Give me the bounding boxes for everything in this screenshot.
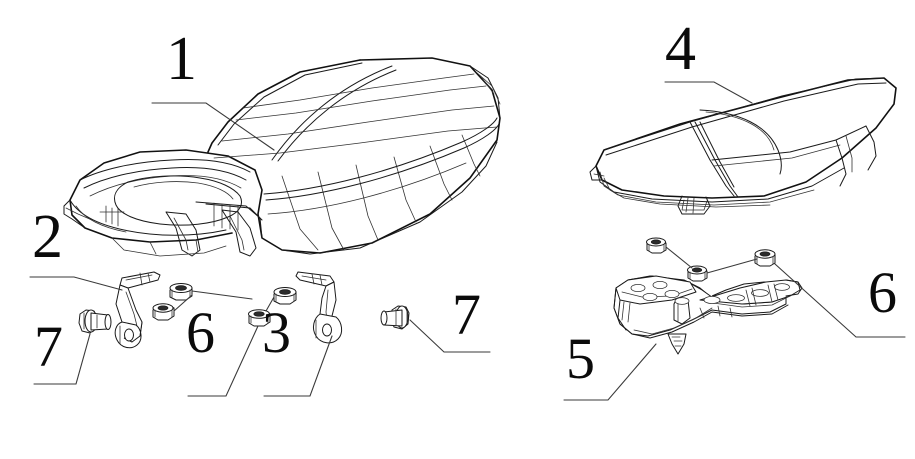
callout-number-7-right: 7 [452, 282, 481, 347]
part-3-seat-bracket-right [295, 271, 343, 344]
leader-connector-nut-left-2 [173, 294, 193, 312]
part-5-rear-seat-mounting-bracket [613, 275, 803, 355]
part-2-seat-bracket-left [114, 271, 161, 349]
part-6-flange-nut [754, 249, 776, 267]
leader-connector-nut-right-2 [706, 258, 758, 274]
part-7-flange-bolt [380, 305, 410, 330]
part-6-flange-nut [248, 309, 271, 327]
leader-connector-nut-mid [265, 296, 275, 312]
leader-line-6-right [774, 263, 906, 338]
callout-number-2: 2 [32, 203, 63, 271]
part-6-flange-nut [152, 303, 175, 321]
part-6-flange-nut [169, 283, 193, 301]
leader-line-3 [263, 335, 333, 397]
callout-number-5: 5 [566, 326, 595, 391]
callout-number-3: 3 [262, 300, 291, 365]
leader-line-1 [151, 102, 275, 151]
leader-connector-nut-left [191, 290, 253, 300]
leader-line-2 [29, 276, 123, 291]
part-7-flange-bolt [78, 309, 112, 334]
leader-line-5 [563, 343, 657, 401]
leader-line-4 [664, 81, 753, 104]
leader-lines [29, 81, 906, 401]
callout-number-6-right: 6 [868, 260, 897, 325]
part-6-flange-nut [646, 237, 667, 254]
callout-number-1: 1 [166, 25, 197, 93]
callout-number-6-left: 6 [186, 300, 215, 365]
callout-number-7-left: 7 [34, 314, 63, 379]
callout-number-4: 4 [665, 15, 696, 83]
leader-line-6-left [187, 325, 259, 397]
part-6-flange-nut [273, 287, 297, 305]
leader-connector-nut-right [665, 246, 693, 269]
part-4-rear-passenger-seat [589, 77, 897, 215]
part-1-main-rider-seat [63, 57, 501, 257]
leader-line-7-right [409, 319, 491, 353]
leader-line-7-left [33, 333, 91, 385]
part-6-flange-nut [687, 265, 708, 282]
